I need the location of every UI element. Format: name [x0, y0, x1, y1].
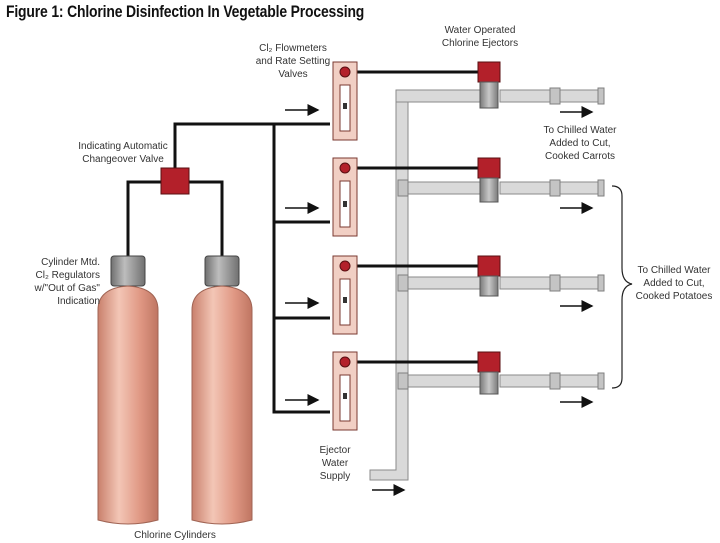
chlorine-cylinders-label: Chlorine Cylinders: [134, 530, 216, 541]
chlorine-gas-lines: [126, 70, 478, 414]
regulators-label: Cylinder Mtd. Cl₂ Regulators w/"Out of G…: [34, 257, 100, 307]
flow-arrows: [285, 104, 594, 496]
flowmeter-4: [332, 351, 358, 431]
potatoes-label: To Chilled Water Added to Cut, Cooked Po…: [635, 265, 713, 302]
flowmeters: [332, 61, 358, 431]
flowmeter-2: [332, 157, 358, 237]
ejectors-label: Water Operated Chlorine Ejectors: [441, 25, 519, 49]
changeover-valve: [160, 167, 190, 195]
potatoes-brace: [611, 185, 633, 389]
flowmeters-label: Cl₂ Flowmeters and Rate Setting Valves: [255, 43, 331, 80]
pipe-row-2-feed: [407, 181, 487, 195]
ejector-4: [477, 351, 501, 395]
ejector-water-supply-label: Ejector Water Supply: [319, 445, 351, 482]
ejector-3: [477, 255, 501, 297]
carrots-label: To Chilled Water Added to Cut, Cooked Ca…: [543, 125, 617, 162]
pipe-row-4-feed: [407, 374, 487, 388]
flowmeter-3: [332, 255, 358, 335]
flowmeter-1: [332, 61, 358, 141]
ejectors: [477, 61, 501, 395]
pipe-row-1-feed: [395, 89, 487, 103]
pipe-joints: [397, 87, 605, 390]
figure-title: Figure 1: Chlorine Disinfection In Veget…: [6, 2, 365, 21]
ejector-1: [477, 61, 501, 109]
pipe-row-3-feed: [407, 276, 487, 290]
cylinder-right: [191, 255, 253, 525]
cylinder-left: [97, 255, 159, 525]
changeover-valve-label: Indicating Automatic Changeover Valve: [78, 141, 168, 165]
ejector-2: [477, 157, 501, 203]
chlorine-cylinders: [97, 255, 253, 525]
